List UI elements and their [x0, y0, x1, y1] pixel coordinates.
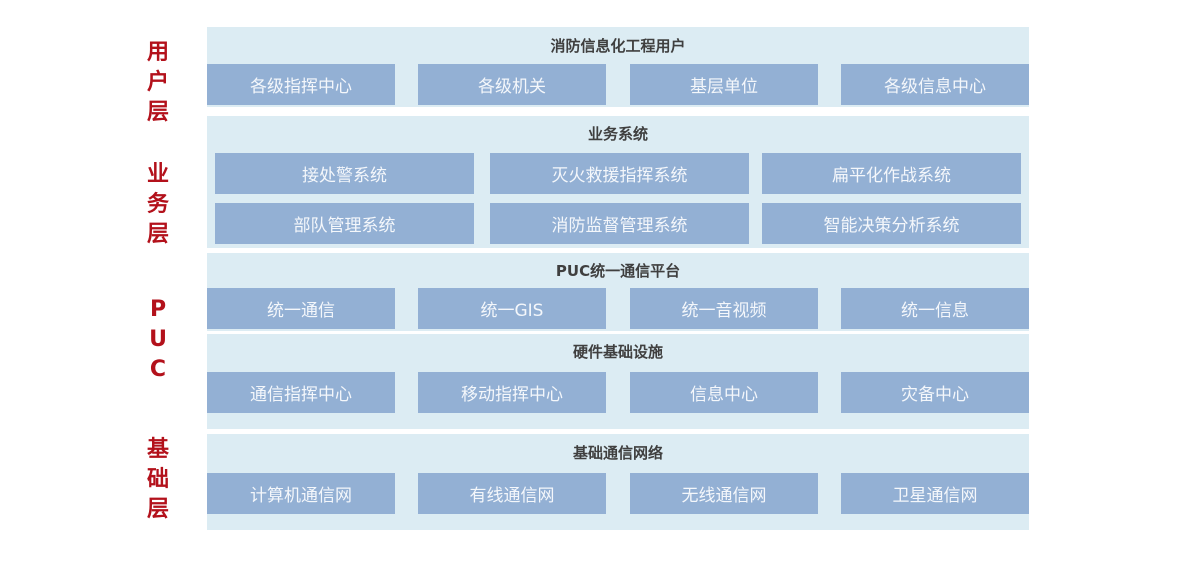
component-box: 统一音视频: [630, 288, 818, 329]
user-layer-label: 用 户 层: [146, 40, 169, 125]
section-title: 消防信息化工程用户: [550, 37, 686, 55]
component-box: 移动指挥中心: [418, 372, 606, 413]
component-box: 基层单位: [630, 64, 818, 105]
section-title: 基础通信网络: [572, 444, 663, 462]
component-box: 卫星通信网: [841, 473, 1029, 514]
component-box: 通信指挥中心: [207, 372, 395, 413]
component-box: 灾备中心: [841, 372, 1029, 413]
component-box: 各级信息中心: [841, 64, 1029, 105]
component-box: 灭火救援指挥系统: [490, 153, 749, 194]
component-box: 统一通信: [207, 288, 395, 329]
user-layer-section: 消防信息化工程用户各级指挥中心各级机关基层单位各级信息中心: [207, 27, 1029, 107]
section-title: 硬件基础设施: [572, 343, 663, 361]
component-box: 统一信息: [841, 288, 1029, 329]
hardware-infrastructure-section: 硬件基础设施通信指挥中心移动指挥中心信息中心灾备中心: [207, 334, 1029, 429]
component-box: 有线通信网: [418, 473, 606, 514]
component-box: 部队管理系统: [215, 203, 474, 244]
component-box: 信息中心: [630, 372, 818, 413]
business-systems-section: 业务系统接处警系统灭火救援指挥系统扁平化作战系统部队管理系统消防监督管理系统智能…: [207, 116, 1029, 248]
component-box: 计算机通信网: [207, 473, 395, 514]
base-network-section: 基础通信网络计算机通信网有线通信网无线通信网卫星通信网: [207, 434, 1029, 530]
base-layer-label: 基 础 层: [146, 437, 169, 522]
section-title: 业务系统: [587, 125, 648, 143]
component-box: 各级机关: [418, 64, 606, 105]
component-box: 接处警系统: [215, 153, 474, 194]
puc-platform-section: PUC统一通信平台统一通信统一GIS 统一音视频统一信息: [207, 253, 1029, 331]
section-title: PUC统一通信平台: [555, 262, 681, 280]
puc-layer-label: P U C: [149, 297, 167, 382]
component-box: 统一GIS: [418, 288, 606, 329]
component-box: 扁平化作战系统: [762, 153, 1021, 194]
business-layer-label: 业 务 层: [146, 162, 169, 247]
component-box: 智能决策分析系统: [762, 203, 1021, 244]
component-box: 各级指挥中心: [207, 64, 395, 105]
component-box: 无线通信网: [630, 473, 818, 514]
component-box: 消防监督管理系统: [490, 203, 749, 244]
